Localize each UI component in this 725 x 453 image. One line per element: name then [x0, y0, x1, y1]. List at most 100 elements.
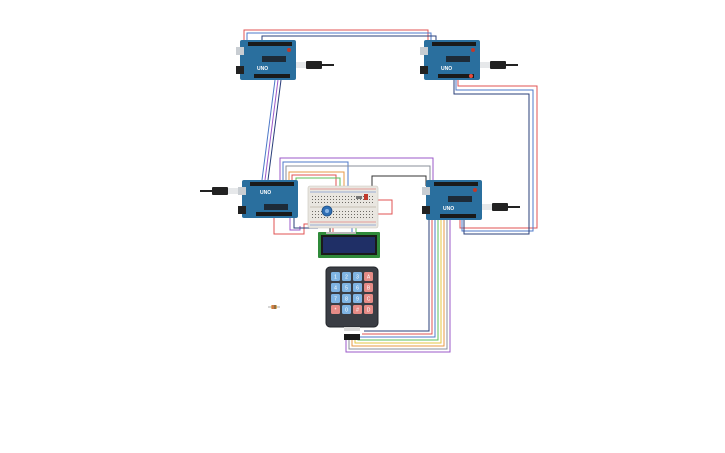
breadboard-hole	[327, 196, 328, 197]
breadboard-hole	[324, 217, 325, 218]
breadboard-hole	[357, 214, 358, 215]
breadboard-hole	[333, 214, 334, 215]
arduino-uno-mid-left[interactable]: UNO	[200, 180, 298, 218]
breadboard-hole	[360, 217, 361, 218]
wire-kp-1[interactable]	[345, 218, 451, 353]
breadboard-hole	[333, 202, 334, 203]
wire-top-navy[interactable]	[261, 35, 437, 40]
arduino-header-top	[434, 182, 478, 186]
wire-tr-mr-navy[interactable]	[453, 80, 530, 235]
bb-component-red[interactable]	[364, 194, 368, 200]
usb-connector	[236, 47, 244, 55]
arduino-chip	[262, 56, 286, 62]
wire-kp-2[interactable]	[348, 218, 448, 350]
breadboard-hole	[366, 211, 367, 212]
arduino-uno-top-left[interactable]: UNO	[236, 40, 334, 80]
keypad-key[interactable]	[331, 283, 340, 292]
bb-component-gray[interactable]	[356, 196, 362, 199]
breadboard-hole	[315, 199, 316, 200]
keypad-key[interactable]	[353, 272, 362, 281]
keypad-key[interactable]	[342, 305, 351, 314]
keypad-key[interactable]	[331, 294, 340, 303]
breadboard-hole	[360, 199, 361, 200]
arduino-uno-mid-right[interactable]: UNO	[422, 180, 520, 220]
breadboard-hole	[333, 196, 334, 197]
wire-kp-4[interactable]	[354, 218, 442, 344]
breadboard-hole	[336, 214, 337, 215]
usb-cable-head	[492, 203, 508, 211]
breadboard-hole	[345, 202, 346, 203]
wire-kp-7[interactable]	[362, 218, 433, 335]
wire-ml-bb-green[interactable]	[295, 177, 341, 190]
breadboard-hole	[339, 211, 340, 212]
keypad-key[interactable]	[364, 305, 373, 314]
usb-cable-head	[212, 187, 228, 195]
wire-tl-ml-3[interactable]	[267, 79, 282, 181]
arduino-header-bottom	[256, 212, 292, 216]
lcd-16x2[interactable]	[318, 232, 380, 258]
keypad-key[interactable]	[353, 305, 362, 314]
breadboard-hole	[318, 199, 319, 200]
breadboard[interactable]	[307, 185, 379, 229]
wire-ml-mr-purple[interactable]	[279, 157, 434, 182]
breadboard-hole	[339, 217, 340, 218]
keypad-key[interactable]	[331, 272, 340, 281]
breadboard-hole	[348, 199, 349, 200]
keypad-key[interactable]	[331, 305, 340, 314]
wire-kp-6[interactable]	[360, 218, 436, 338]
wire-ml-mr-blue[interactable]	[282, 161, 349, 190]
wire-tr-mr-red[interactable]	[457, 80, 538, 229]
keypad-key[interactable]	[353, 294, 362, 303]
wire-kp-8[interactable]	[364, 218, 430, 332]
breadboard-hole	[339, 214, 340, 215]
breadboard-hole	[327, 217, 328, 218]
breadboard-hole	[321, 217, 322, 218]
wire-ml-bb-orange[interactable]	[288, 171, 345, 190]
keypad-connector	[344, 334, 360, 340]
breadboard-hole	[333, 199, 334, 200]
breadboard-hole	[327, 202, 328, 203]
breadboard-hole	[363, 202, 364, 203]
keypad-key[interactable]	[364, 283, 373, 292]
wire-tr-mr-blue[interactable]	[455, 80, 534, 232]
keypad-key-label: 2	[345, 275, 348, 281]
keypad-key[interactable]	[342, 283, 351, 292]
keypad-key-label: 6	[356, 286, 359, 292]
keypad-key[interactable]	[353, 283, 362, 292]
resistor[interactable]	[268, 305, 280, 309]
wire-top-red[interactable]	[243, 29, 429, 40]
usb-plug	[480, 62, 490, 68]
keypad-key[interactable]	[364, 272, 373, 281]
keypad-key[interactable]	[364, 294, 373, 303]
wire-bb-mr-black[interactable]	[371, 175, 427, 190]
wire-ml-bot-red[interactable]	[273, 218, 312, 235]
keypad-key[interactable]	[342, 294, 351, 303]
breadboard-hole	[351, 196, 352, 197]
breadboard-hole	[315, 214, 316, 215]
usb-cable-head	[490, 61, 506, 69]
breadboard-hole	[327, 199, 328, 200]
wire-ml-bb-red[interactable]	[291, 174, 337, 190]
breadboard-hole	[315, 217, 316, 218]
breadboard-hole	[354, 214, 355, 215]
usb-plug	[482, 204, 492, 210]
breadboard-hole	[342, 196, 343, 197]
wire-ml-mr-gray[interactable]	[285, 165, 431, 182]
wire-bb-mr-red[interactable]	[374, 199, 393, 215]
wire-kp-3[interactable]	[351, 218, 445, 347]
breadboard-hole	[345, 199, 346, 200]
arduino-header-top	[248, 42, 292, 46]
keypad-key-label: 4	[334, 286, 337, 292]
usb-connector	[420, 47, 428, 55]
keypad-key[interactable]	[342, 272, 351, 281]
breadboard-hole	[342, 199, 343, 200]
breadboard-hole	[354, 211, 355, 212]
breadboard-hole	[318, 196, 319, 197]
wire-tl-ml-1[interactable]	[261, 79, 276, 181]
wire-tl-ml-2[interactable]	[264, 79, 279, 181]
potentiometer[interactable]	[321, 205, 333, 217]
arduino-uno-top-right[interactable]: UNO	[420, 40, 518, 80]
power-jack	[420, 66, 428, 74]
